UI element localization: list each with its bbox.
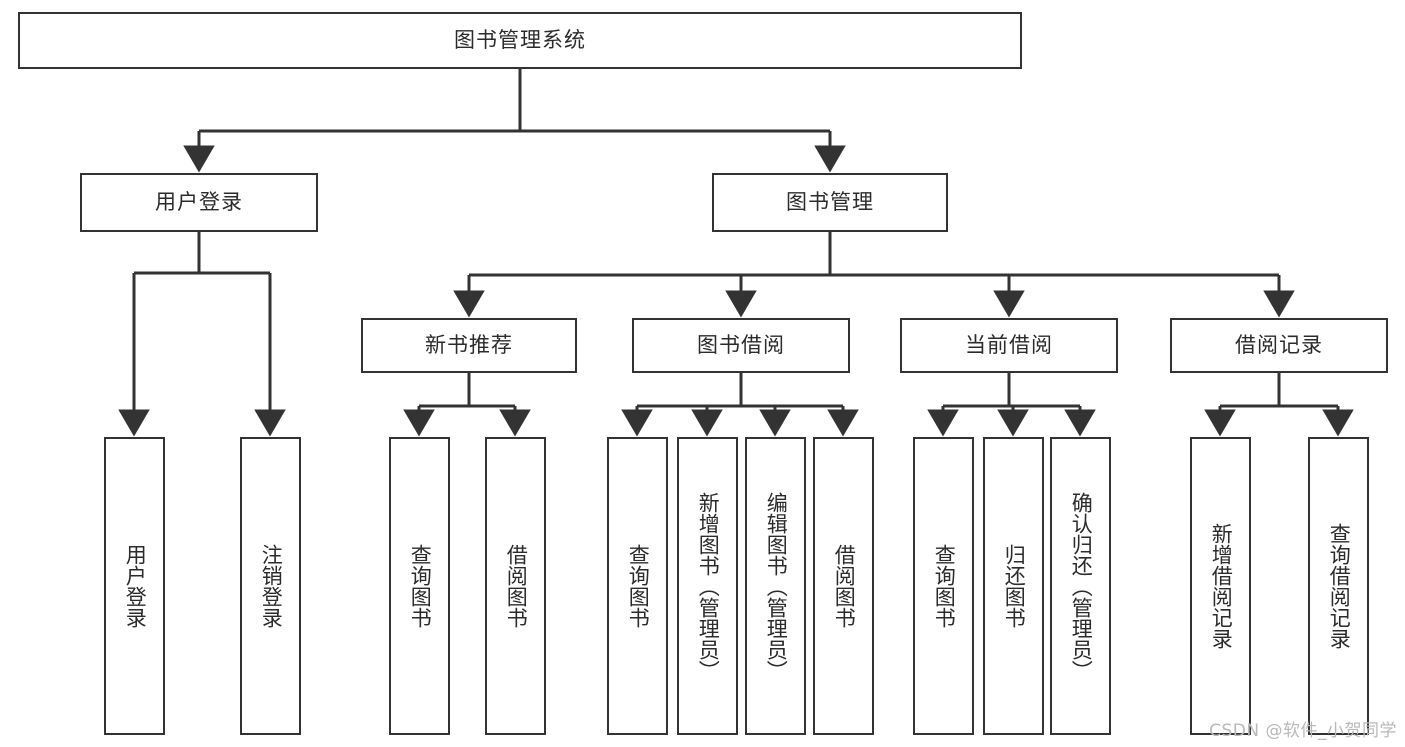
node-leaf-rec-query-book[interactable]: 查询图书 [389,437,450,735]
node-label-leaf-user-login: 用户登录 [123,544,148,628]
node-leaf-borrow-add-book[interactable]: 新增图书（管理员） [677,437,738,735]
node-label-leaf-cur-query-book: 查询图书 [932,544,957,628]
node-leaf-user-logout[interactable]: 注销登录 [240,437,301,735]
node-leaf-cur-confirm-return[interactable]: 确认归还（管理员） [1050,437,1111,735]
node-root[interactable]: 图书管理系统 [18,12,1022,69]
node-label-leaf-cur-confirm-return: 确认归还（管理员） [1069,491,1094,681]
node-leaf-borrow-borrow-book[interactable]: 借阅图书 [813,437,874,735]
node-label-root: 图书管理系统 [454,27,586,52]
node-label-new-book-rec: 新书推荐 [425,332,513,357]
node-borrow-record[interactable]: 借阅记录 [1170,318,1388,373]
node-new-book-rec[interactable]: 新书推荐 [361,318,577,373]
node-label-leaf-cur-return-book: 归还图书 [1002,544,1027,628]
connector-lines [118,69,1354,437]
node-label-leaf-borrow-query-book: 查询图书 [626,544,651,628]
node-leaf-rec-query-record[interactable]: 查询借阅记录 [1308,437,1369,735]
node-leaf-borrow-query-book[interactable]: 查询图书 [607,437,668,735]
node-leaf-cur-query-book[interactable]: 查询图书 [913,437,974,735]
node-label-borrow-record: 借阅记录 [1235,332,1323,357]
node-label-user-login: 用户登录 [155,189,243,214]
node-leaf-cur-return-book[interactable]: 归还图书 [983,437,1044,735]
node-book-borrow[interactable]: 图书借阅 [632,318,850,373]
node-label-book-manage: 图书管理 [786,189,874,214]
node-user-login[interactable]: 用户登录 [80,173,318,232]
csdn-watermark: CSDN @软件_小贺同学 [1209,721,1397,741]
node-label-leaf-rec-query-book: 查询图书 [408,544,433,628]
node-label-leaf-user-logout: 注销登录 [259,544,284,628]
node-leaf-rec-add-record[interactable]: 新增借阅记录 [1190,437,1251,735]
node-label-current-borrow: 当前借阅 [965,332,1053,357]
node-label-leaf-rec-add-record: 新增借阅记录 [1209,523,1234,649]
node-current-borrow[interactable]: 当前借阅 [900,318,1118,373]
node-leaf-rec-borrow-book[interactable]: 借阅图书 [485,437,546,735]
node-label-leaf-rec-borrow-book: 借阅图书 [504,544,529,628]
node-label-leaf-borrow-borrow-book: 借阅图书 [832,544,857,628]
node-label-leaf-borrow-edit-book: 编辑图书（管理员） [764,491,789,681]
node-label-leaf-borrow-add-book: 新增图书（管理员） [696,491,721,681]
node-book-manage[interactable]: 图书管理 [712,173,948,232]
node-leaf-user-login[interactable]: 用户登录 [104,437,165,735]
node-leaf-borrow-edit-book[interactable]: 编辑图书（管理员） [745,437,806,735]
node-label-book-borrow: 图书借阅 [697,332,785,357]
node-label-leaf-rec-query-record: 查询借阅记录 [1327,523,1352,649]
